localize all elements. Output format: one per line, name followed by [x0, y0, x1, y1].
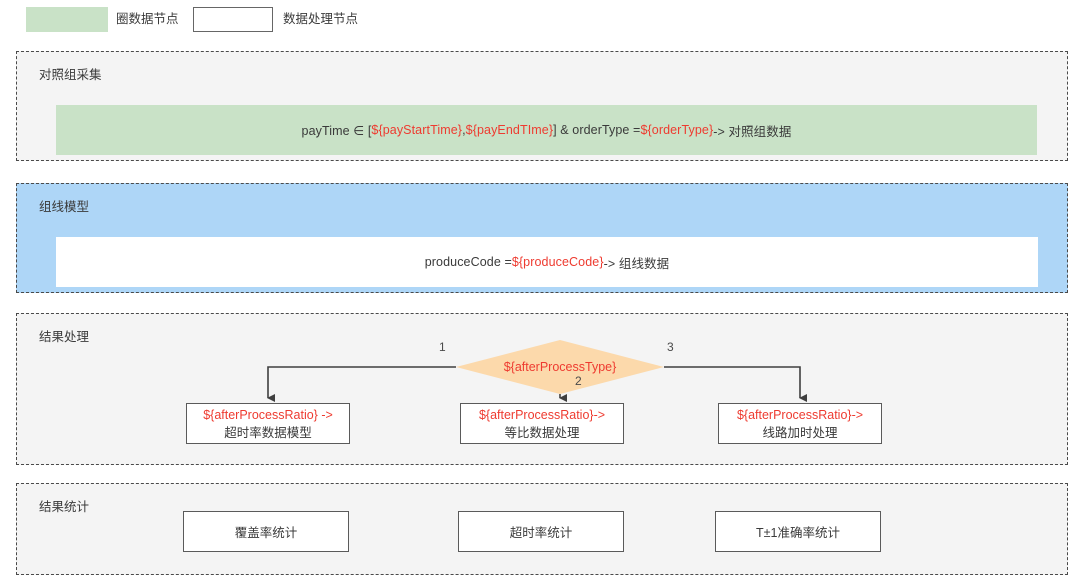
stat-node-overtime-rate: 超时率统计	[458, 511, 624, 552]
section-title-control-group: 对照组采集	[39, 68, 102, 82]
process-node-route-time-addition: ${afterProcessRatio}-> 线路加时处理	[718, 403, 882, 444]
legend-swatch-green-node	[26, 7, 108, 32]
process-node-variable: ${afterProcessRatio}->	[736, 407, 864, 422]
query-segment-text: -> 对照组数据	[713, 124, 792, 139]
legend-label-process-node: 数据处理节点	[283, 12, 359, 26]
section-group-model: 组线模型 produceCode = ${produceCode} -> 组线数…	[16, 183, 1068, 293]
edge-label-branch-2: 2	[575, 374, 582, 388]
query-segment-text: -> 组线数据	[603, 256, 670, 271]
legend-swatch-process-node	[193, 7, 273, 32]
query-segment-text: ,	[462, 123, 466, 137]
process-node-label: 线路加时处理	[762, 425, 838, 440]
process-node-label: 等比数据处理	[504, 425, 580, 440]
query-segment-variable: ${orderType}	[640, 123, 714, 137]
legend-label-green-node: 圈数据节点	[116, 12, 179, 26]
process-node-overtime-rate-model: ${afterProcessRatio} -> 超时率数据模型	[186, 403, 350, 444]
edge-label-branch-3: 3	[667, 340, 674, 354]
query-segment-variable: ${produceCode}	[511, 255, 604, 269]
process-node-label: 超时率数据模型	[224, 425, 312, 440]
query-segment-variable: ${payEndTIme}	[465, 123, 554, 137]
query-segment-text: produceCode =	[424, 255, 512, 269]
decision-diamond: ${afterProcessType}	[456, 340, 664, 394]
stat-node-coverage-rate: 覆盖率统计	[183, 511, 349, 552]
edge-label-branch-1: 1	[439, 340, 446, 354]
process-node-proportional-processing: ${afterProcessRatio}-> 等比数据处理	[460, 403, 624, 444]
process-node-variable: ${afterProcessRatio} ->	[203, 407, 333, 422]
section-title-result-process: 结果处理	[39, 330, 90, 344]
section-title-result-stats: 结果统计	[39, 500, 90, 514]
section-result-stats: 结果统计 覆盖率统计 超时率统计 T±1准确率统计	[16, 483, 1068, 575]
process-node-variable: ${afterProcessRatio}->	[478, 407, 606, 422]
query-segment-variable: ${payStartTime}	[371, 123, 463, 137]
section-control-group: 对照组采集 payTime ∈ [${payStartTime} , ${pay…	[16, 51, 1068, 161]
legend: 圈数据节点 数据处理节点	[0, 0, 1080, 42]
group-model-query-node: produceCode = ${produceCode} -> 组线数据	[56, 237, 1038, 287]
decision-diamond-label: ${afterProcessType}	[503, 360, 617, 374]
stat-node-t-plus-minus-1-accuracy: T±1准确率统计	[715, 511, 881, 552]
control-group-query-node: payTime ∈ [${payStartTime} , ${payEndTIm…	[56, 105, 1037, 155]
section-title-group-model: 组线模型	[39, 200, 90, 214]
query-segment-text: payTime ∈ [	[301, 123, 372, 138]
query-segment-text: ] & orderType =	[553, 123, 641, 137]
section-result-process: 结果处理 ${afterProcessType} 1 2 3 ${afterPr…	[16, 313, 1068, 465]
